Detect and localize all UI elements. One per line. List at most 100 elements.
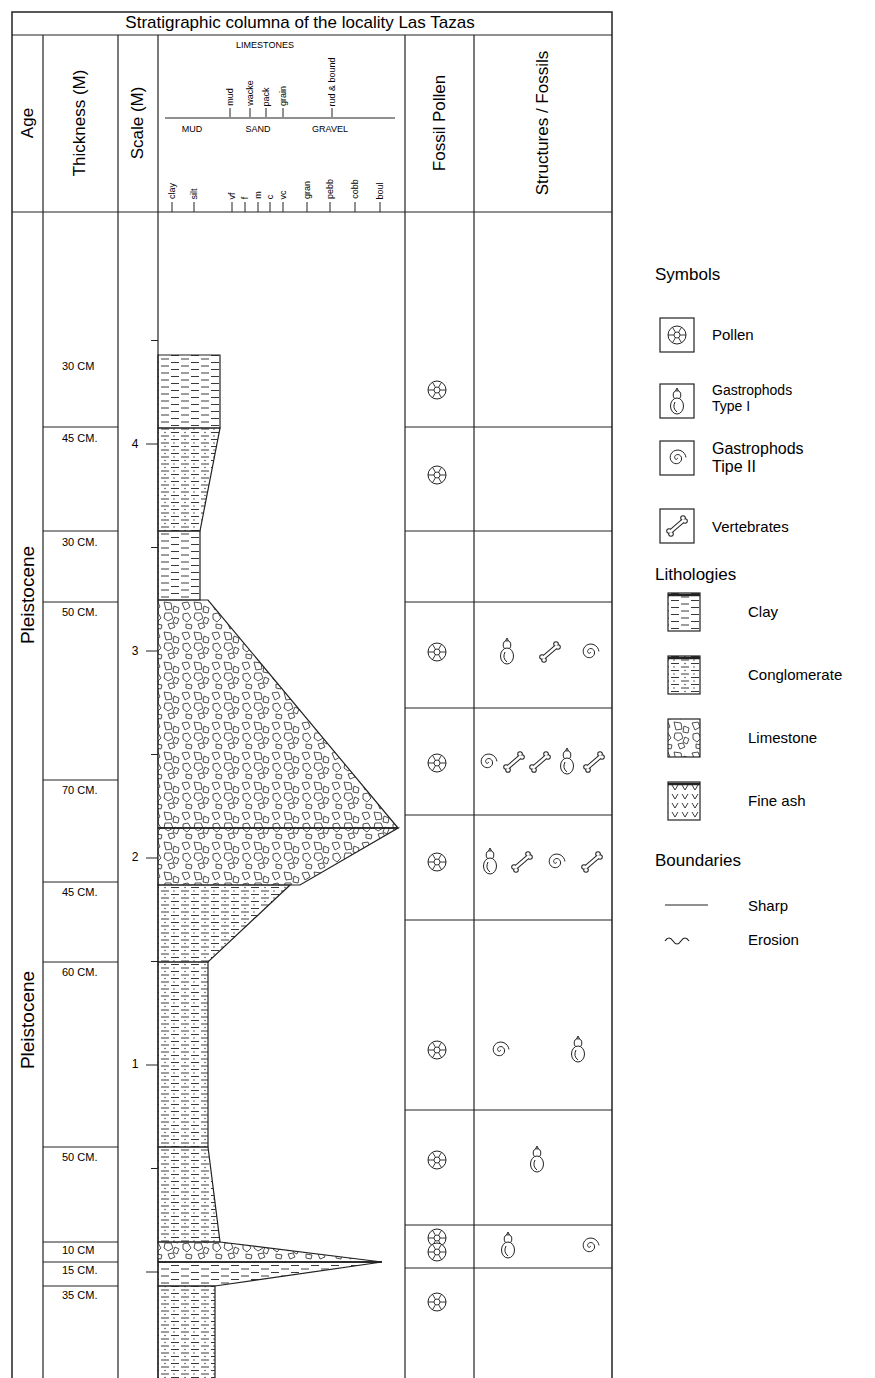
drawing-line xyxy=(405,531,612,532)
drawing-line xyxy=(439,766,442,771)
column-header: Fossil Pollen xyxy=(430,75,450,171)
drawing-rect xyxy=(12,12,612,1378)
drawing-line xyxy=(439,1305,442,1310)
grain-size: m xyxy=(253,191,263,199)
drawing-line xyxy=(270,202,271,212)
grain-class: SAND xyxy=(245,124,270,134)
drawing-line xyxy=(43,602,118,603)
drawing-line xyxy=(440,475,446,476)
drawing-line xyxy=(440,1238,446,1239)
drawing-polygon xyxy=(158,531,200,600)
grain-size: boul xyxy=(375,182,385,199)
drawing-line xyxy=(43,780,118,781)
drawing-line xyxy=(679,327,682,332)
drawing-line xyxy=(433,1053,436,1058)
drawing-line xyxy=(433,755,436,760)
drawing-line xyxy=(43,531,118,532)
drawing-circle xyxy=(596,852,600,856)
drawing-circle xyxy=(600,755,604,759)
drawing-path xyxy=(505,1246,508,1256)
drawing-circle xyxy=(584,868,588,872)
drawing-line xyxy=(433,467,436,472)
drawing-line xyxy=(439,467,442,472)
drawing-line xyxy=(146,1065,158,1066)
drawing-polyline xyxy=(549,854,565,868)
drawing-circle xyxy=(428,1293,446,1311)
drawing-rect xyxy=(660,441,694,475)
scale-number: 4 xyxy=(132,438,139,452)
limestone-class: wacke xyxy=(245,80,255,106)
vertebrate-bone xyxy=(529,751,551,773)
drawing-line xyxy=(250,108,251,117)
column-header: Scale (M) xyxy=(128,87,148,160)
drawing-line xyxy=(440,1050,446,1051)
drawing-line xyxy=(440,1160,446,1161)
drawing-circle xyxy=(428,381,446,399)
drawing-line xyxy=(43,1286,118,1287)
legend-text: Limestone xyxy=(748,729,817,746)
pollen-symbol xyxy=(428,643,446,661)
drawing-line xyxy=(146,1272,158,1273)
drawing-line xyxy=(440,1302,446,1303)
drawing-circle xyxy=(526,852,530,856)
drawing-circle xyxy=(428,1243,446,1261)
column-header: Structures / Fossils xyxy=(533,51,553,196)
drawing-circle xyxy=(434,1249,440,1255)
gastropod-type-1 xyxy=(502,1232,515,1258)
drawing-g xyxy=(43,427,612,1286)
drawing-circle xyxy=(434,859,440,865)
drawing-line xyxy=(439,1244,442,1249)
drawing-line xyxy=(433,1244,436,1249)
drawing-line xyxy=(332,108,333,117)
drawing-line xyxy=(433,1255,436,1260)
drawing-circle xyxy=(434,760,440,766)
drawing-line xyxy=(670,520,684,532)
drawing-line xyxy=(585,856,599,868)
drawing-line xyxy=(507,756,521,768)
gastropod-type-1 xyxy=(501,638,514,664)
drawing-circle xyxy=(518,752,522,756)
drawing-circle xyxy=(530,765,534,769)
thickness-label: 60 CM. xyxy=(62,966,97,979)
drawing-line xyxy=(428,1160,434,1161)
drawing-line xyxy=(330,202,331,212)
drawing-line xyxy=(673,338,676,343)
drawing-line xyxy=(405,1268,612,1269)
drawing-circle xyxy=(556,645,560,649)
drawing-g xyxy=(146,108,380,1272)
drawing-line xyxy=(587,756,601,768)
drawing-line xyxy=(404,35,405,1378)
drawing-circle xyxy=(683,519,687,523)
scale-number: 3 xyxy=(132,645,139,659)
drawing-line xyxy=(428,1238,434,1239)
drawing-circle xyxy=(428,643,446,661)
drawing-line xyxy=(680,335,686,336)
drawing-polyline xyxy=(583,1238,599,1252)
pollen-symbol xyxy=(428,853,446,871)
drawing-line xyxy=(405,1110,612,1111)
drawing-circle xyxy=(582,865,586,869)
limestone-class: grain xyxy=(278,86,288,106)
thickness-label: 50 CM. xyxy=(62,606,97,619)
drawing-circle xyxy=(554,642,558,646)
drawing-g xyxy=(12,35,612,1378)
thickness-label: 15 CM. xyxy=(62,1264,97,1277)
drawing-line xyxy=(43,1242,118,1243)
thickness-label: 10 CM xyxy=(62,1244,94,1257)
drawing-line xyxy=(405,1225,612,1226)
drawing-polyline xyxy=(493,1042,509,1056)
drawing-line xyxy=(151,547,158,548)
grain-size: c xyxy=(265,194,275,199)
legend-heading: Lithologies xyxy=(655,565,736,585)
column-header: Age xyxy=(18,108,38,138)
drawing-line xyxy=(665,904,708,905)
scale-number: 2 xyxy=(132,851,139,865)
pollen-symbol xyxy=(428,466,446,484)
grain-size: gran xyxy=(302,181,312,199)
drawing-circle xyxy=(428,754,446,772)
drawing-polyline xyxy=(670,450,686,464)
drawing-line xyxy=(428,862,434,863)
drawing-line xyxy=(433,655,436,660)
drawing-line xyxy=(151,340,158,341)
vertebrate-bone xyxy=(666,515,688,537)
